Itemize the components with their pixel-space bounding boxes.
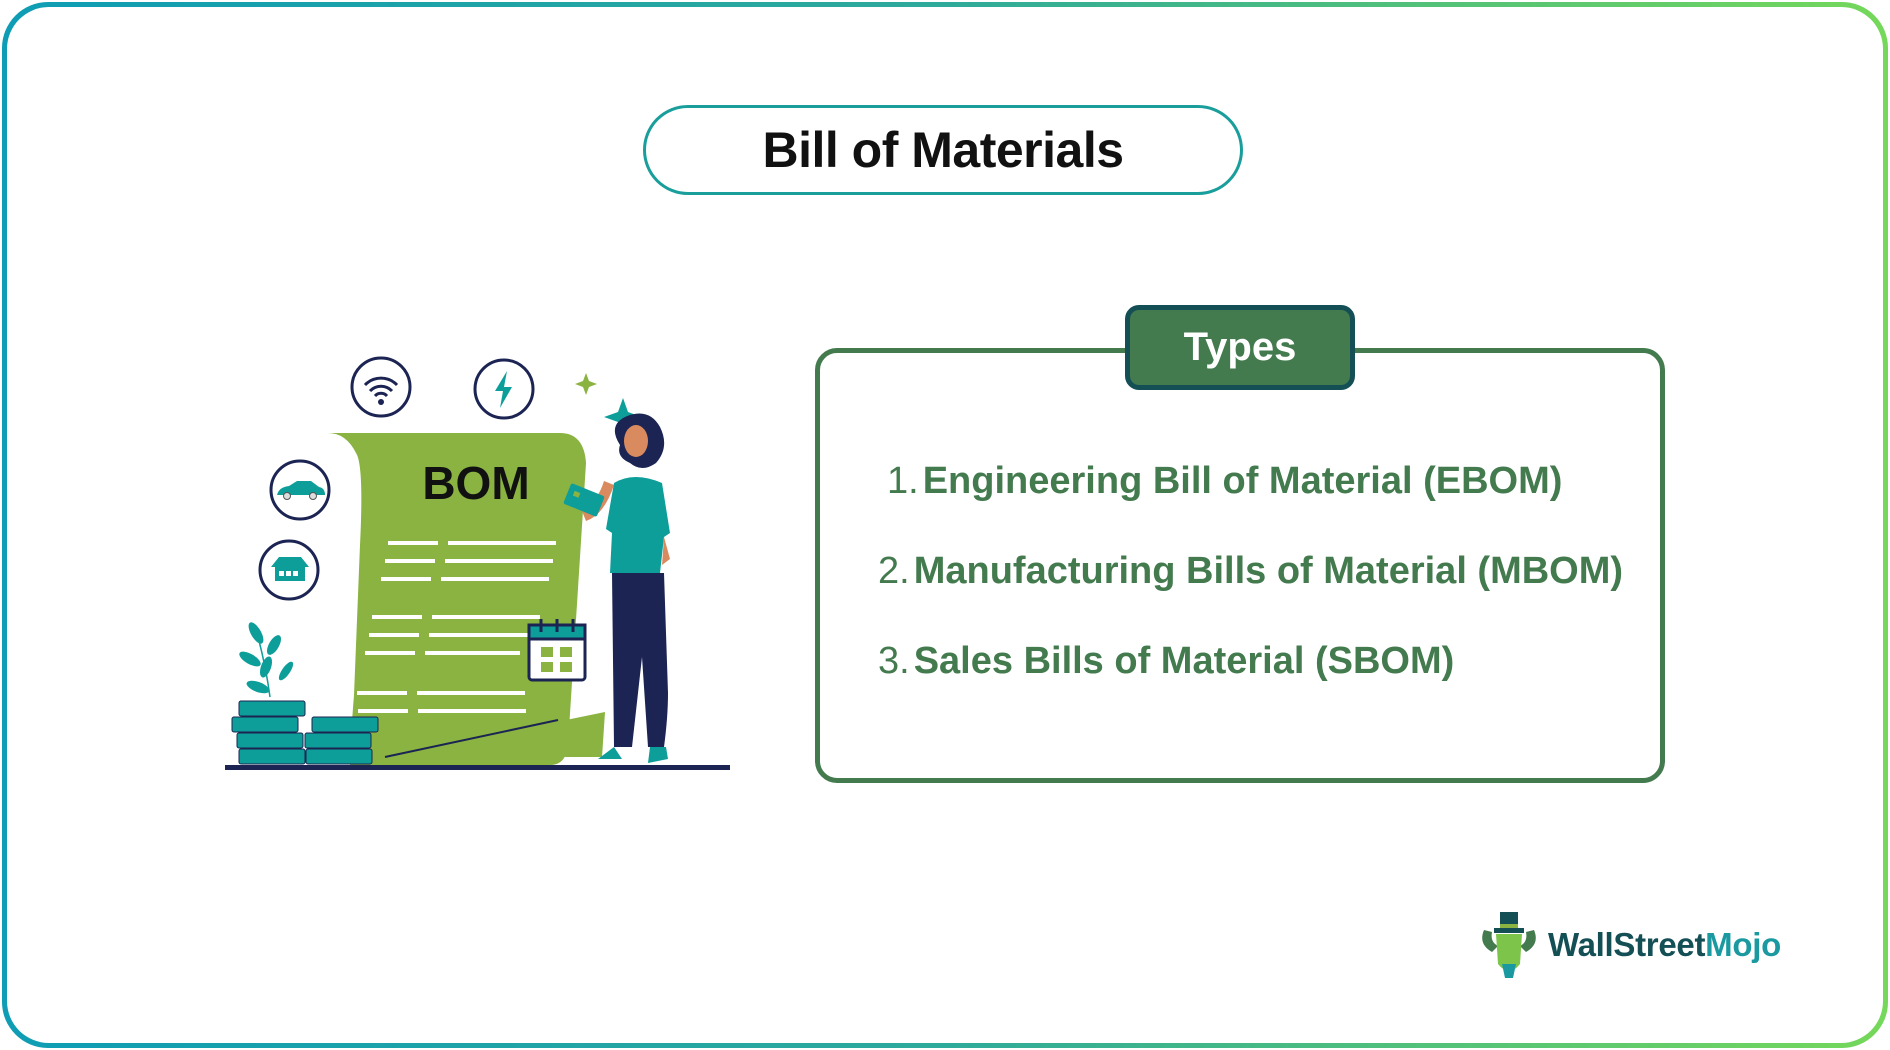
document-scroll [328,433,605,765]
wallstreetmojo-logo: WallStreetMojo [1480,910,1781,980]
title-pill: Bill of Materials [643,105,1243,195]
types-box [815,348,1665,783]
credit-card-icon [563,483,605,517]
item-number: 1. [887,460,919,502]
bull-mascot-icon [1482,912,1536,978]
document-label: BOM [422,457,529,509]
item-label: Engineering Bill of Material (EBOM) [922,460,1563,502]
item-label: Sales Bills of Material (SBOM) [913,640,1455,682]
item-label: Manufacturing Bills of Material (MBOM) [913,550,1624,592]
bom-illustration: BOM [225,356,730,770]
logo-text-part2: Mojo [1705,926,1781,963]
house-icon [258,539,320,601]
ground-line [225,765,730,770]
page-title: Bill of Materials [762,122,1124,178]
car-icon [269,459,331,521]
logo-text-part1: WallStreet [1548,926,1706,963]
types-heading-tag: Types [1125,305,1355,390]
lightning-icon [473,358,535,420]
sparkle-icon [575,373,642,436]
types-list-item: 3. Sales Bills of Material (SBOM) [878,640,1623,730]
item-number: 2. [878,550,910,592]
coins-icon [231,700,379,765]
types-heading: Types [1183,325,1297,369]
wifi-icon [350,356,412,418]
calendar-icon [527,619,587,682]
person-figure [582,413,670,763]
logo-text: WallStreetMojo [1548,926,1781,964]
types-list: 1. Engineering Bill of Material (EBOM) 2… [878,460,1623,730]
plant-icon [239,622,294,698]
item-number: 3. [878,640,910,682]
types-list-item: 1. Engineering Bill of Material (EBOM) [887,460,1623,550]
types-list-item: 2. Manufacturing Bills of Material (MBOM… [878,550,1623,640]
